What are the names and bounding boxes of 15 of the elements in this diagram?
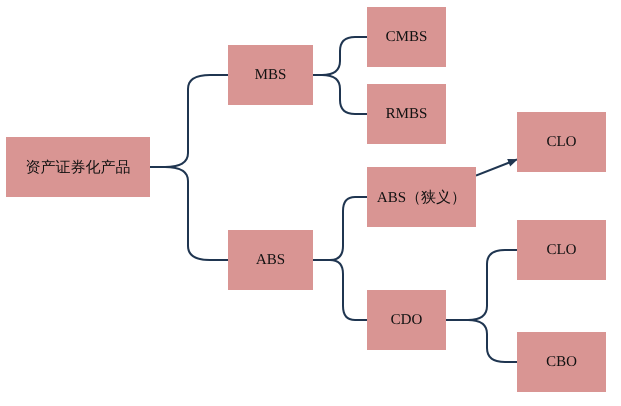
category-box: CLO	[517, 220, 606, 280]
category-box: CLO	[517, 112, 606, 172]
category-box: CMBS	[367, 7, 446, 67]
brace-connector	[446, 319, 517, 363]
category-box: MBS	[228, 45, 313, 105]
category-box: ABS（狭义）	[367, 167, 476, 227]
category-box: RMBS	[367, 84, 446, 144]
arrow	[476, 158, 518, 177]
category-box: 资产证券化产品	[6, 137, 150, 197]
category-box: ABS	[228, 230, 313, 290]
brace-connector	[150, 166, 228, 261]
brace-connector	[313, 259, 367, 321]
category-box: CBO	[517, 332, 606, 392]
brace-connector	[313, 74, 367, 115]
category-box: CDO	[367, 290, 446, 350]
